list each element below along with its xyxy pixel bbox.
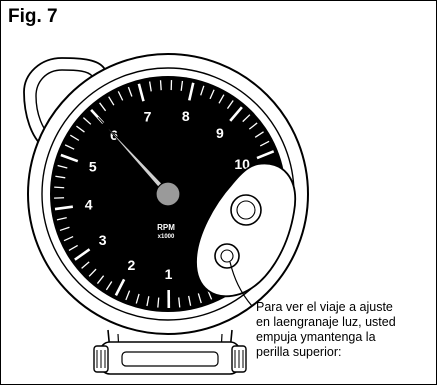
dial-number: 4 (85, 197, 93, 213)
minor-tick (127, 86, 133, 97)
minor-tick (259, 140, 270, 147)
dial-number: 10 (234, 156, 250, 172)
dial-number: 1 (165, 266, 173, 282)
minor-tick (56, 216, 67, 221)
minor-tick (148, 81, 152, 92)
dial-number: 5 (89, 159, 97, 175)
callout-line: perilla superior: (256, 345, 342, 359)
minor-tick (68, 244, 78, 252)
callout-line: empuja ymantenga la (256, 330, 376, 344)
minor-tick (200, 85, 205, 96)
major-tick (54, 205, 74, 211)
minor-tick (187, 295, 192, 306)
bracket-knob-right (231, 345, 247, 373)
minor-tick (55, 175, 66, 179)
callout-line: Para ver el viaje a ajuste (256, 300, 393, 314)
minor-tick (146, 296, 150, 307)
minor-tick (64, 144, 75, 150)
callout-text: Para ver el viaje a ajuste en laengranaj… (256, 300, 436, 360)
minor-tick (226, 100, 234, 110)
minor-tick (197, 293, 202, 304)
minor-tick (63, 235, 74, 242)
minor-tick (57, 164, 68, 169)
mounting-bracket (93, 329, 247, 375)
minor-tick (178, 297, 181, 308)
major-tick (74, 248, 91, 261)
callout-leader-line (229, 261, 253, 307)
minor-tick (159, 80, 162, 91)
major-tick (256, 150, 275, 160)
minor-tick (59, 226, 70, 232)
minor-tick (125, 290, 131, 301)
major-tick (229, 106, 243, 122)
minor-tick (209, 89, 215, 100)
gauge-ticks (54, 80, 275, 309)
minor-tick (105, 281, 113, 291)
needle-hub (155, 181, 181, 207)
minor-tick (254, 131, 264, 138)
dial-number: 8 (182, 108, 190, 124)
multiplier-label: x1000 (158, 234, 175, 240)
minor-tick (69, 134, 80, 141)
minor-tick (76, 125, 85, 133)
minor-tick (108, 96, 115, 106)
major-tick (114, 278, 126, 296)
minor-tick (99, 102, 107, 112)
minor-tick (135, 293, 140, 304)
minor-tick (82, 117, 92, 125)
control-pod (195, 162, 296, 298)
minor-tick (248, 122, 258, 130)
minor-tick (96, 275, 105, 284)
major-tick (188, 82, 195, 101)
dial-number: 3 (99, 232, 107, 248)
minor-tick (157, 297, 160, 308)
minor-tick (180, 80, 184, 91)
rpm-label: RPM (157, 223, 175, 232)
dial-number: 7 (144, 109, 152, 125)
dial-number: 2 (128, 257, 136, 273)
callout-line: en laengranaje luz, usted (256, 315, 396, 329)
minor-tick (81, 261, 90, 269)
minor-tick (242, 114, 251, 123)
minor-tick (117, 91, 124, 101)
dial-number: 9 (216, 125, 224, 141)
minor-tick (218, 94, 225, 104)
bracket-knob-left (93, 345, 109, 373)
major-tick (137, 83, 145, 102)
minor-tick (54, 186, 65, 189)
figure-title: Fig. 7 (8, 6, 58, 27)
major-tick (60, 153, 79, 163)
minor-tick (88, 268, 97, 277)
